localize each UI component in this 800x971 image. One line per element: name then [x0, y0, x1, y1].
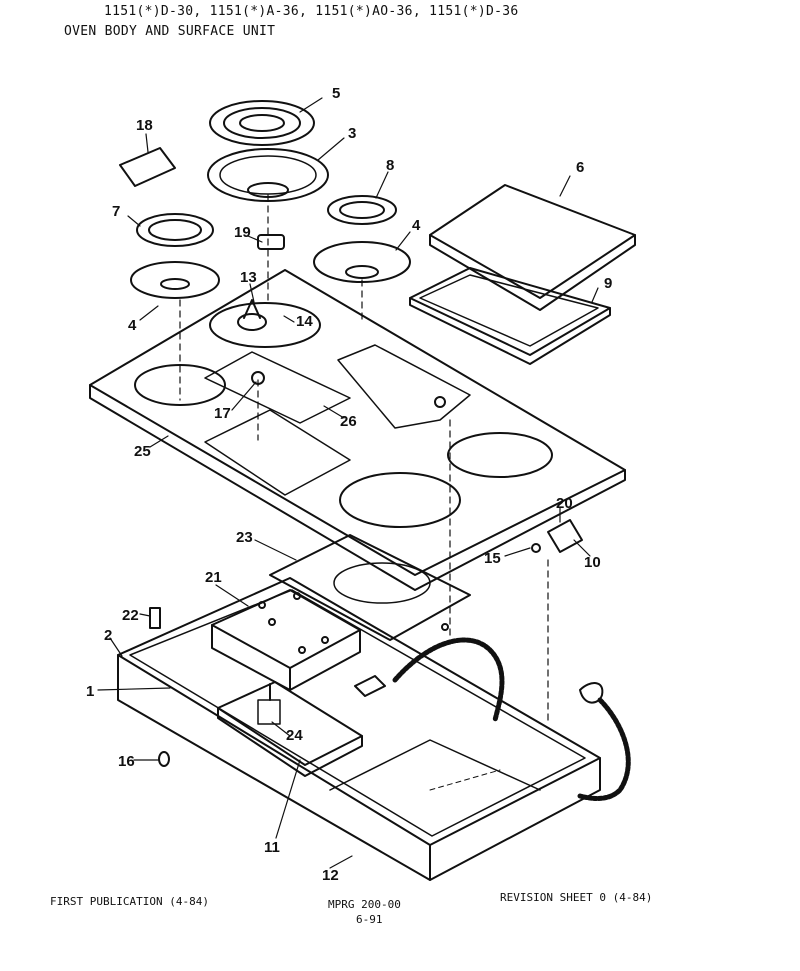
cord-clamp	[579, 682, 604, 704]
control-knob	[237, 313, 267, 331]
callout-21: 21	[205, 569, 222, 586]
model-numbers: 1151(*)D-30, 1151(*)A-36, 1151(*)AO-36, …	[104, 4, 519, 19]
callout-24: 24	[286, 727, 303, 744]
small-receptacle	[257, 234, 285, 250]
griddle-frame	[409, 267, 611, 365]
callout-16: 16	[118, 753, 135, 770]
large-burner-element	[209, 100, 315, 146]
small-drip-pan-left	[130, 261, 220, 299]
callout-17: 17	[214, 405, 231, 422]
clip	[531, 543, 541, 553]
callout-9: 9	[604, 275, 612, 292]
callout-25: 25	[134, 443, 151, 460]
callout-18: 18	[136, 117, 153, 134]
relay-box	[211, 589, 361, 691]
callout-7: 7	[112, 203, 120, 220]
callout-14: 14	[296, 313, 313, 330]
part-callouts: 5 3 18 8 6 7 4 19 13 9 14 4 17 26 25 20 …	[86, 85, 612, 884]
callout-10: 10	[584, 554, 601, 571]
small-burner-element-left	[136, 213, 214, 247]
callout-22: 22	[122, 607, 139, 624]
callout-1: 1	[86, 683, 94, 700]
page-number: 6-91	[356, 913, 383, 926]
small-burner-element-right	[327, 195, 397, 225]
wire-bracket	[547, 519, 583, 553]
callout-3: 3	[348, 125, 356, 142]
callout-26: 26	[340, 413, 357, 430]
diagram-title: OVEN BODY AND SURFACE UNIT	[64, 24, 276, 39]
terminal-receptacle	[119, 147, 176, 187]
callout-2: 2	[104, 627, 112, 644]
small-drip-pan-right	[313, 241, 411, 283]
callout-15: 15	[484, 550, 501, 567]
callout-5: 6	[576, 159, 584, 176]
terminal-block	[354, 675, 386, 697]
callout-13: 13	[240, 269, 257, 286]
callout-20: 20	[556, 495, 573, 512]
callout-4-upper: 4	[412, 217, 421, 234]
callout-11: 11	[264, 839, 280, 856]
knob-stem	[243, 299, 261, 319]
wire-harness	[392, 637, 631, 801]
cooktop-panel	[89, 269, 626, 591]
revision-note: REVISION SHEET 0 (4-84)	[500, 891, 653, 904]
document-number: MPRG 200-00	[328, 898, 401, 911]
publication-note: FIRST PUBLICATION (4-84)	[50, 895, 209, 908]
control-board	[217, 681, 363, 777]
screw	[149, 607, 161, 629]
grommet	[158, 751, 170, 767]
callout-8: 8	[386, 157, 394, 174]
callout-12: 12	[322, 867, 339, 884]
leader-lines	[97, 97, 599, 869]
callout-6: 5	[332, 85, 340, 102]
callout-19: 19	[234, 224, 251, 241]
oven-body-tray	[117, 577, 601, 881]
alignment-lines	[179, 194, 549, 721]
large-drip-pan	[207, 148, 329, 202]
callout-23: 23	[236, 529, 253, 546]
callout-4-lower: 4	[128, 317, 137, 334]
